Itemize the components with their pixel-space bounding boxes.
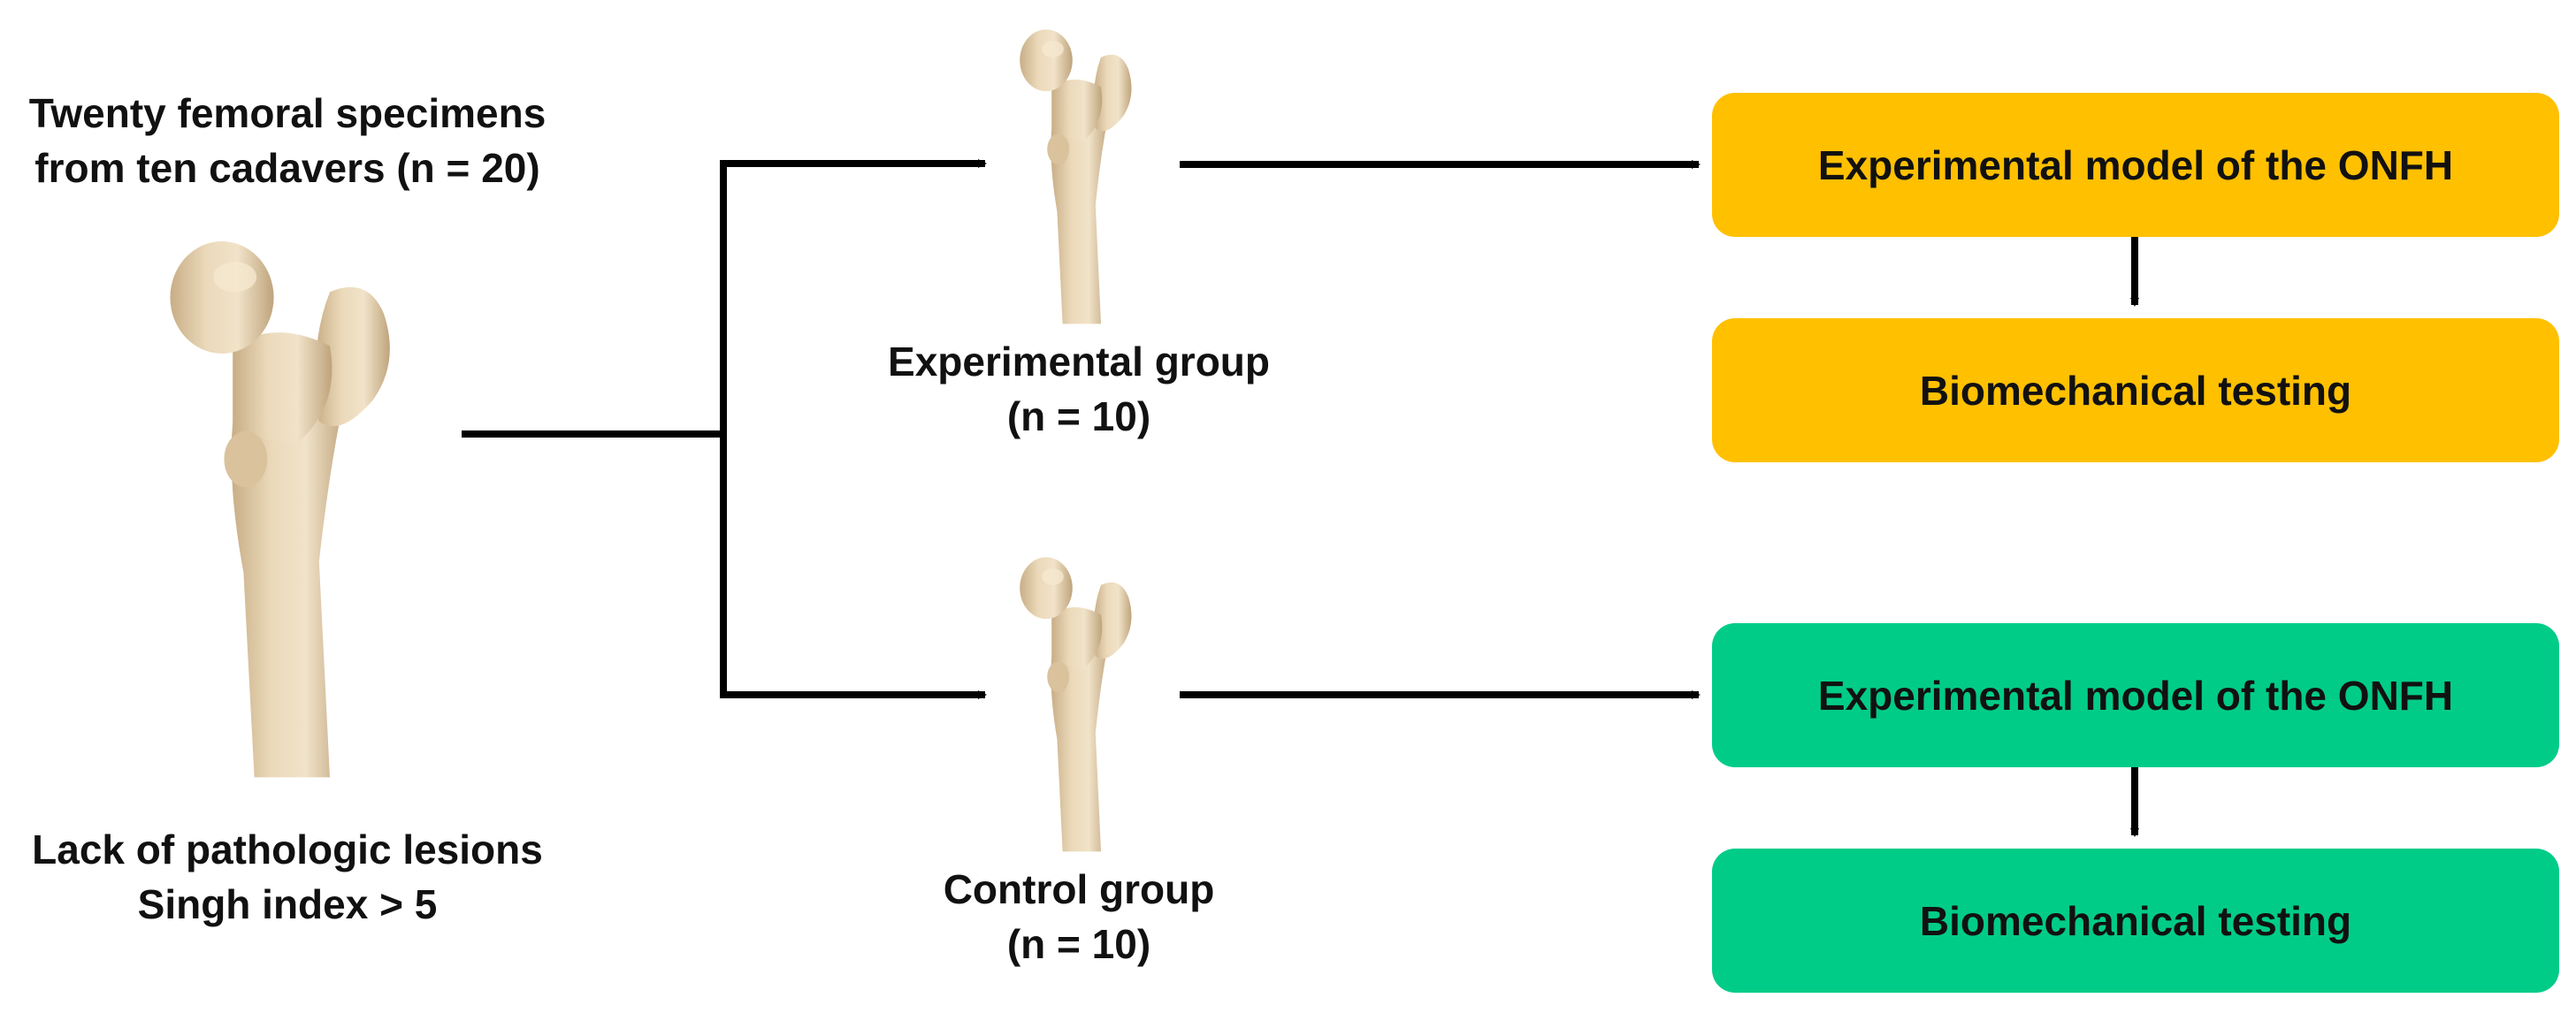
specimens-title-line1: Twenty femoral specimens [28, 90, 547, 136]
control-group-label: Control group (n = 10) [796, 862, 1362, 971]
experimental-testing-box: Biomechanical testing [1712, 318, 2559, 462]
control-model-box: Experimental model of the ONFH [1712, 623, 2559, 767]
specimens-criteria-line1: Lack of pathologic lesions [32, 826, 543, 872]
experimental-testing-text: Biomechanical testing [1919, 367, 2352, 414]
specimens-title-line2: from ten cadavers (n = 20) [34, 145, 540, 191]
experimental-group-label: Experimental group (n = 10) [796, 334, 1362, 444]
split-connector [462, 164, 727, 697]
femur-main-image [170, 241, 390, 778]
specimens-title: Twenty femoral specimens from ten cadave… [0, 86, 575, 195]
specimens-criteria: Lack of pathologic lesions Singh index >… [0, 822, 575, 932]
experimental-group-label-line2: (n = 10) [1006, 393, 1151, 439]
femur-experimental-image [1020, 29, 1132, 324]
control-testing-box: Biomechanical testing [1712, 849, 2559, 993]
experimental-model-box: Experimental model of the ONFH [1712, 93, 2559, 237]
control-model-text: Experimental model of the ONFH [1817, 672, 2454, 719]
control-group-label-line2: (n = 10) [1006, 921, 1151, 967]
control-group-label-line1: Control group [943, 866, 1215, 912]
specimens-criteria-line2: Singh index > 5 [137, 881, 438, 927]
control-testing-text: Biomechanical testing [1919, 897, 2352, 944]
femur-control-image [1020, 557, 1132, 852]
experimental-group-label-line1: Experimental group [888, 339, 1270, 385]
experimental-model-text: Experimental model of the ONFH [1817, 141, 2454, 188]
